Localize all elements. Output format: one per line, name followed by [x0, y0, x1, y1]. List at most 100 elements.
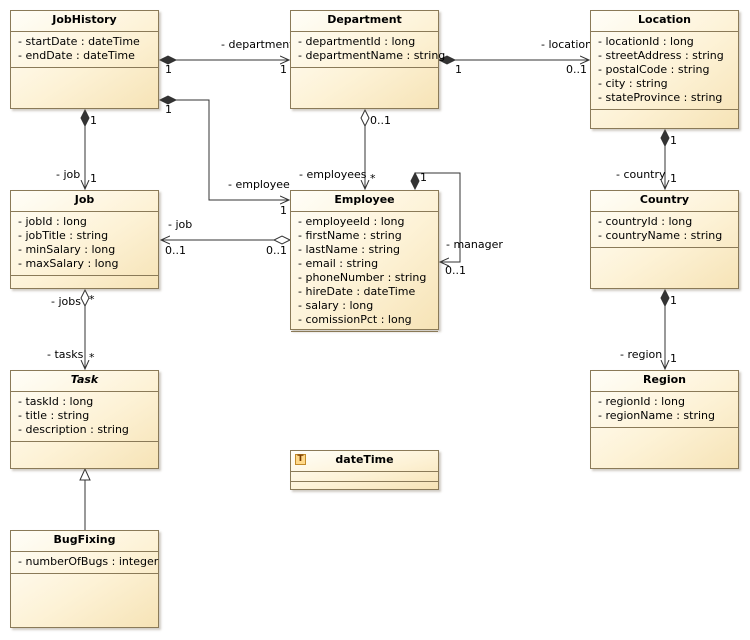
class-name: Job	[11, 191, 158, 212]
attribute: - maxSalary : long	[18, 257, 119, 270]
composition-diamond	[437, 55, 457, 65]
class-name: Department	[291, 11, 438, 32]
composition-diamond	[660, 288, 670, 308]
attribute-list: - countryId : long - countryName : strin…	[591, 212, 738, 248]
edge-employee-manager	[415, 172, 461, 262]
class-name: Country	[591, 191, 738, 212]
label-country-role: - country	[616, 168, 666, 181]
class-employee[interactable]: Employee - employeeId : long - firstName…	[290, 190, 439, 332]
composition-diamond	[410, 171, 420, 191]
label-multiplicity: 0..1	[566, 63, 587, 76]
attribute: - regionId : long	[598, 395, 685, 408]
attribute: - regionName : string	[598, 409, 715, 422]
attribute-list: - departmentId : long - departmentName :…	[291, 32, 446, 68]
attribute-list	[291, 481, 438, 482]
class-department[interactable]: Department - departmentId : long - depar…	[290, 10, 446, 109]
label-multiplicity: 1	[670, 294, 677, 307]
label-multiplicity: 1	[455, 63, 462, 76]
label-multiplicity: 1	[90, 114, 97, 127]
attribute: - postalCode : string	[598, 63, 710, 76]
label-multiplicity: 1	[670, 172, 677, 185]
class-name: Employee	[291, 191, 438, 212]
class-name: Location	[591, 11, 738, 32]
label-multiplicity: 1	[165, 103, 172, 116]
type-name: dateTime	[335, 453, 394, 466]
attribute: - comissionPct : long	[298, 313, 412, 326]
aggregation-diamond	[272, 235, 292, 245]
class-name: Region	[591, 371, 738, 392]
label-multiplicity: 1	[670, 134, 677, 147]
attribute-list: - regionId : long - regionName : string	[591, 392, 738, 428]
attribute: - departmentName : string	[298, 49, 446, 62]
attribute: - taskId : long	[18, 395, 94, 408]
label-multiplicity: *	[370, 172, 376, 185]
attribute: - title : string	[18, 409, 90, 422]
attribute: - lastName : string	[298, 243, 401, 256]
label-multiplicity: 0..1	[165, 244, 186, 257]
aggregation-diamond	[80, 288, 90, 308]
type-datetime[interactable]: T dateTime	[290, 450, 439, 490]
class-bugfixing[interactable]: BugFixing - numberOfBugs : integer	[10, 530, 159, 628]
attribute: - jobTitle : string	[18, 229, 109, 242]
label-multiplicity: 1	[420, 171, 427, 184]
class-name: Task	[11, 371, 158, 392]
generalization-triangle	[79, 467, 91, 481]
label-multiplicity: *	[89, 293, 95, 306]
class-task[interactable]: Task - taskId : long - title : string - …	[10, 370, 159, 469]
label-manager-role: - manager	[446, 238, 503, 251]
attribute: - startDate : dateTime	[18, 35, 140, 48]
attribute: - firstName : string	[298, 229, 402, 242]
label-location-role: - location	[541, 38, 593, 51]
composition-diamond	[660, 128, 670, 148]
attribute: - stateProvince : string	[598, 91, 723, 104]
class-job[interactable]: Job - jobId : long - jobTitle : string -…	[10, 190, 159, 289]
label-employee-role: - employee	[228, 178, 290, 191]
composition-diamond	[80, 108, 90, 128]
attribute: - streetAddress : string	[598, 49, 724, 62]
attribute: - email : string	[298, 257, 379, 270]
attribute: - countryId : long	[598, 215, 693, 228]
label-job-role: - job	[56, 168, 81, 181]
attribute: - city : string	[598, 77, 668, 90]
label-multiplicity: 0..1	[445, 264, 466, 277]
template-type-icon: T	[295, 454, 306, 465]
label-employees-role: - employees	[299, 168, 367, 181]
label-multiplicity: 0..1	[370, 114, 391, 127]
attribute: - phoneNumber : string	[298, 271, 427, 284]
attribute-list: - taskId : long - title : string - descr…	[11, 392, 158, 442]
class-country[interactable]: Country - countryId : long - countryName…	[590, 190, 739, 289]
class-name: JobHistory	[11, 11, 158, 32]
class-jobhistory[interactable]: JobHistory - startDate : dateTime - endD…	[10, 10, 159, 109]
attribute: - countryName : string	[598, 229, 723, 242]
attribute: - departmentId : long	[298, 35, 416, 48]
attribute: - hireDate : dateTime	[298, 285, 416, 298]
attribute-list: - locationId : long - streetAddress : st…	[591, 32, 738, 110]
attribute: - employeeId : long	[298, 215, 405, 228]
attribute: - minSalary : long	[18, 243, 116, 256]
attribute: - locationId : long	[598, 35, 694, 48]
class-location[interactable]: Location - locationId : long - streetAdd…	[590, 10, 739, 129]
label-multiplicity: *	[89, 351, 95, 364]
label-department-role: - department	[221, 38, 294, 51]
class-name: T dateTime	[291, 451, 438, 472]
attribute: - jobId : long	[18, 215, 87, 228]
attribute: - endDate : dateTime	[18, 49, 135, 62]
attribute-list: - numberOfBugs : integer	[11, 552, 158, 574]
label-multiplicity: 1	[280, 63, 287, 76]
label-multiplicity: 1	[165, 63, 172, 76]
attribute-list: - startDate : dateTime - endDate : dateT…	[11, 32, 158, 68]
class-name: BugFixing	[11, 531, 158, 552]
composition-diamond	[158, 55, 178, 65]
label-jobs-role: - jobs	[51, 295, 81, 308]
label-tasks-role: - tasks	[47, 348, 84, 361]
label-multiplicity: 1	[670, 352, 677, 365]
attribute-list: - employeeId : long - firstName : string…	[291, 212, 438, 332]
label-multiplicity: 0..1	[266, 244, 287, 257]
composition-diamond	[158, 95, 178, 105]
label-multiplicity: 1	[90, 172, 97, 185]
attribute: - description : string	[18, 423, 129, 436]
attribute: - salary : long	[298, 299, 374, 312]
class-region[interactable]: Region - regionId : long - regionName : …	[590, 370, 739, 469]
attribute-list: - jobId : long - jobTitle : string - min…	[11, 212, 158, 276]
